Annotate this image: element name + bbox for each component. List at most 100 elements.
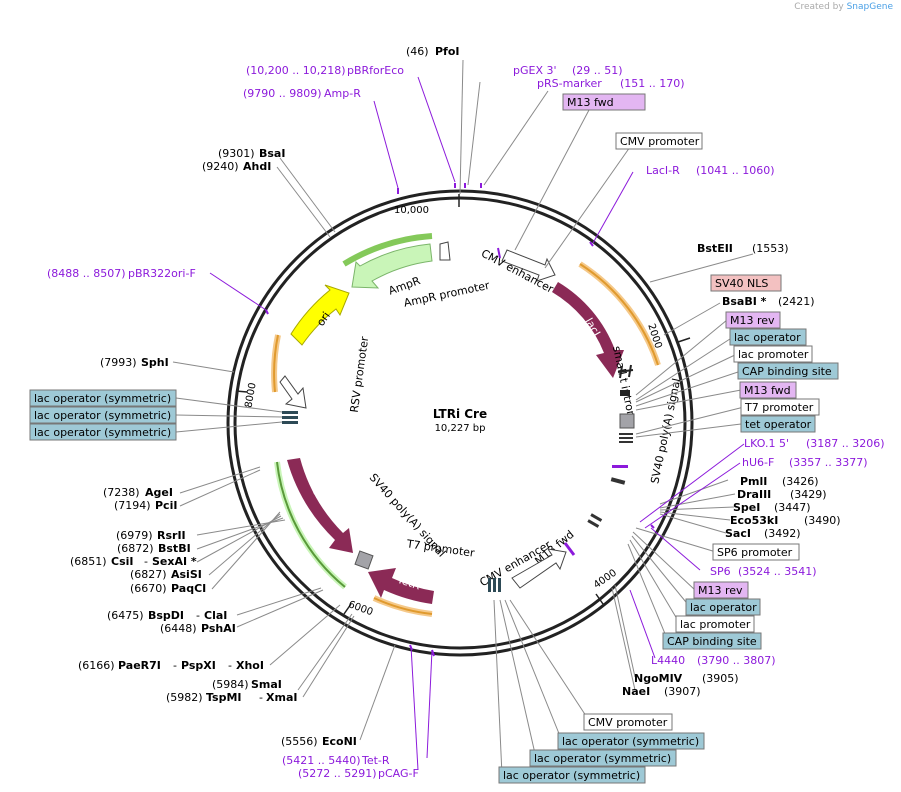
- tetr-primer-name[interactable]: Tet-R: [361, 754, 390, 767]
- prs-marker-name[interactable]: pRS-marker: [537, 77, 602, 90]
- pbrforeco-name[interactable]: pBRforEco: [347, 64, 404, 77]
- rsrii-name[interactable]: RsrII: [157, 529, 186, 542]
- bsteii-name[interactable]: BstEII: [697, 242, 733, 255]
- backbone-inner: [233, 196, 687, 650]
- sv40-polya-left-box[interactable]: [354, 550, 374, 570]
- asisi-pos: (6827): [130, 568, 167, 581]
- sv40-nls-box[interactable]: [710, 274, 782, 292]
- draiii-pos: (3429): [790, 488, 827, 501]
- xhoi-name[interactable]: XhoI: [236, 659, 264, 672]
- m13-fwd-top-box[interactable]: [562, 93, 646, 111]
- m13-rev-2-box[interactable]: [693, 581, 749, 599]
- bsabi-name[interactable]: BsaBI *: [722, 295, 767, 308]
- ampr-primer-name[interactable]: Amp-R: [324, 87, 361, 100]
- sphi-name[interactable]: SphI: [141, 356, 169, 369]
- pshai-name[interactable]: PshAI: [201, 622, 236, 635]
- tspmi-name[interactable]: TspMI: [206, 691, 242, 704]
- xmai-name[interactable]: XmaI: [266, 691, 297, 704]
- lac-operator-sym-b2-box[interactable]: [529, 749, 677, 767]
- smai-name[interactable]: SmaI: [251, 678, 282, 691]
- eco53ki-name[interactable]: Eco53kI: [730, 514, 778, 527]
- clai-name[interactable]: ClaI: [204, 609, 227, 622]
- cmv-promoter-top-box[interactable]: [615, 132, 703, 150]
- ahdi-pos: (9240): [202, 160, 239, 173]
- pgex3-name[interactable]: pGEX 3': [513, 64, 557, 77]
- tick-10000: 10,000: [394, 205, 429, 216]
- pfoi-name[interactable]: PfoI: [435, 45, 460, 58]
- lac-promoter-1-label: lac promoter: [738, 348, 809, 361]
- lac-operator-sym-b3-box[interactable]: [498, 766, 646, 784]
- tetr-primer-pos: (5421 .. 5440): [282, 754, 361, 767]
- lac-operator-sym-l3-box[interactable]: [29, 423, 177, 441]
- ngomiv-name[interactable]: NgoMIV: [634, 672, 683, 685]
- bspdi-name[interactable]: BspDI: [148, 609, 184, 622]
- t7-promoter-right-box[interactable]: [740, 398, 820, 416]
- cap-site-2-box[interactable]: [662, 632, 762, 650]
- sexai-name[interactable]: SexAI *: [152, 555, 197, 568]
- lac-operator-sym-l1-box[interactable]: [29, 389, 177, 407]
- l4440-name[interactable]: L4440: [651, 654, 685, 667]
- rsv-promoter-arrow[interactable]: [279, 375, 307, 409]
- snapgene-brand: SnapGene: [846, 2, 893, 12]
- paqci-name[interactable]: PaqCI: [171, 582, 206, 595]
- sp6-name[interactable]: SP6: [710, 565, 731, 578]
- cmv-promoter-bottom-label: CMV promoter: [588, 716, 668, 729]
- bspdi-dash: -: [196, 609, 200, 622]
- pcag-name[interactable]: pCAG-F: [378, 767, 419, 780]
- credit-prefix: Created by: [794, 2, 844, 12]
- leader-lines: [172, 59, 754, 776]
- pbr322-name[interactable]: pBR322ori-F: [128, 267, 196, 280]
- pmli-name[interactable]: PmlI: [740, 475, 767, 488]
- sv40-polya-right-box[interactable]: [619, 413, 635, 429]
- asisi-name[interactable]: AsiSI: [171, 568, 202, 581]
- cmv-enhancer-top-arrow[interactable]: [501, 249, 556, 282]
- rsv-promoter-label: RSV promoter: [348, 335, 372, 413]
- ampr-promoter-arrow[interactable]: [439, 241, 451, 261]
- lac-operator-sym-b2-label: lac operator (symmetric): [534, 752, 671, 765]
- m13-rev-1-box[interactable]: [725, 311, 781, 329]
- left-lac-operators: [282, 411, 298, 424]
- cmv-enhancer-bottom-arrow[interactable]: [511, 548, 567, 589]
- lac-operator-2-box[interactable]: [685, 598, 761, 616]
- position-ticks: [235, 194, 691, 615]
- bspdi-pos: (6475): [107, 609, 144, 622]
- tet-operator-box[interactable]: [740, 415, 816, 433]
- ahdi-name[interactable]: AhdI: [243, 160, 271, 173]
- bstbi-name[interactable]: BstBI: [158, 542, 191, 555]
- tetr-arrow[interactable]: [368, 568, 434, 604]
- hu6-name[interactable]: hU6-F: [742, 456, 774, 469]
- econi-name[interactable]: EcoNI: [322, 735, 357, 748]
- econi-pos: (5556): [281, 735, 318, 748]
- pspxi-name[interactable]: PspXI: [181, 659, 216, 672]
- paer7i-name[interactable]: PaeR7I: [118, 659, 161, 672]
- cap-site-1-box[interactable]: [737, 362, 839, 380]
- hu6-pos: (3357 .. 3377): [789, 456, 868, 469]
- naei-name[interactable]: NaeI: [622, 685, 650, 698]
- m13-fwd-2-label: M13 fwd: [744, 384, 791, 397]
- agei-name[interactable]: AgeI: [145, 486, 173, 499]
- lko-name[interactable]: LKO.1 5': [744, 437, 789, 450]
- m13-fwd-2-box[interactable]: [739, 381, 797, 399]
- saci-name[interactable]: SacI: [725, 527, 751, 540]
- pspxi-dash: -: [228, 659, 232, 672]
- paqci-pos: (6670): [130, 582, 167, 595]
- csii-name[interactable]: CsiI: [111, 555, 133, 568]
- ampr-arrow[interactable]: [351, 243, 433, 289]
- ori-arrow[interactable]: [290, 284, 350, 346]
- lac-promoter-1-box[interactable]: [733, 345, 813, 363]
- tspmi-pos: (5982): [166, 691, 203, 704]
- sp6-promoter-label: SP6 promoter: [717, 546, 793, 559]
- cmv-promoter-bottom-box[interactable]: [583, 713, 673, 731]
- laci-r-name[interactable]: LacI-R: [646, 164, 680, 177]
- sp6-promoter-box[interactable]: [712, 543, 800, 561]
- spei-name[interactable]: SpeI: [733, 501, 760, 514]
- bsai-name[interactable]: BsaI: [259, 147, 285, 160]
- lac-operator-sym-b1-box[interactable]: [557, 732, 705, 750]
- cre-arrow[interactable]: [287, 458, 353, 553]
- laci-arrow[interactable]: [552, 282, 624, 378]
- pcii-name[interactable]: PciI: [155, 499, 177, 512]
- lac-operator-sym-l2-box[interactable]: [29, 406, 177, 424]
- lac-operator-1-box[interactable]: [729, 328, 807, 346]
- draiii-name[interactable]: DraIII: [737, 488, 771, 501]
- lac-promoter-2-box[interactable]: [675, 615, 755, 633]
